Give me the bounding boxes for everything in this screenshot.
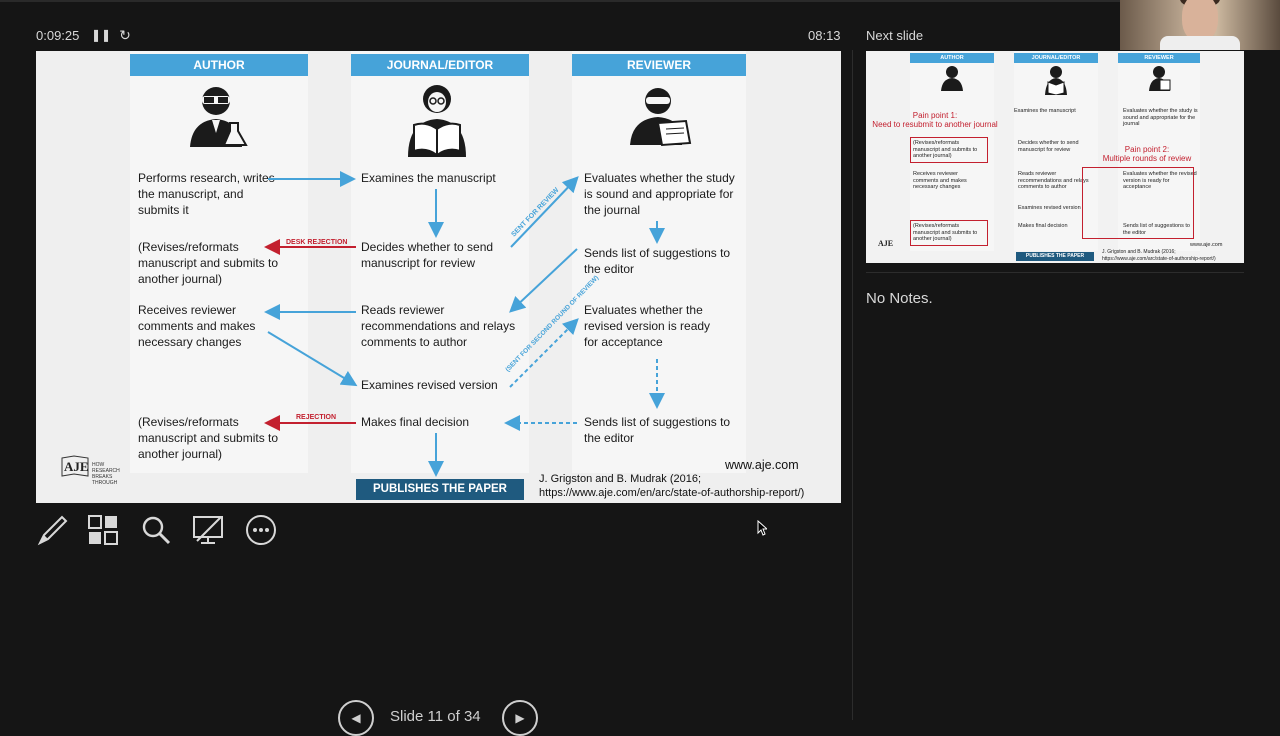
panel-divider xyxy=(852,50,853,720)
author-step-3: Receives reviewer comments and makes nec… xyxy=(138,303,256,349)
thumb-editor-icon xyxy=(1045,66,1067,95)
arrow-second-review xyxy=(509,318,579,388)
speaker-notes: No Notes. xyxy=(866,290,933,307)
thumb-reviewer-4: Sends list of suggestions to the editor xyxy=(1123,223,1190,236)
author-step-4: (Revises/reformats manuscript and submit… xyxy=(138,415,279,461)
thumb-editor-5: Makes final decision xyxy=(1018,223,1068,229)
thumb-editor-1: Examines the manuscript xyxy=(1014,108,1076,114)
thumb-url: www.aje.com xyxy=(1190,242,1223,248)
citation-line-1: J. Grigston and B. Mudrak (2016; xyxy=(539,473,702,485)
slide-counter: Slide 11 of 34 xyxy=(390,708,481,725)
editor-reading-icon xyxy=(408,85,466,157)
restart-icon[interactable]: ↻ xyxy=(119,27,131,43)
thumb-aje-logo: AJE xyxy=(878,239,894,248)
thumb-reviewer-1: Evaluates whether the study is sound and… xyxy=(1123,108,1198,127)
thumb-author-4: (Revises/reformats manuscript and submit… xyxy=(913,223,978,242)
thumb-pain1-text: Need to resubmit to another journal xyxy=(872,120,998,129)
aje-logo-tagline: HOW RESEARCH BREAKS THROUGH xyxy=(92,462,120,486)
arrow-sent-for-review xyxy=(510,176,579,248)
publishes-the-paper: PUBLISHES THE PAPER xyxy=(356,479,524,500)
next-icon[interactable]: ▶ xyxy=(502,700,538,736)
slides-grid-icon[interactable] xyxy=(86,513,120,547)
thumb-pain1-box-2 xyxy=(910,220,988,246)
reviewer-step-1: Evaluates whether the study is sound and… xyxy=(584,171,735,217)
researcher-icon xyxy=(190,87,248,147)
aje-logo-icon xyxy=(61,455,89,477)
thumb-pain2-box xyxy=(1082,167,1194,239)
rejection-label: REJECTION xyxy=(296,414,336,421)
arrow-revised-submit xyxy=(267,331,358,387)
current-slide[interactable]: AUTHOR JOURNAL/EDITOR REVIEWER Performs … xyxy=(36,51,841,503)
thumb-editor-4: Examines revised version xyxy=(1018,205,1081,211)
thumb-author-3: Receives reviewer comments and makes nec… xyxy=(913,171,967,190)
sent-for-review-label: SENT FOR REVIEW xyxy=(510,187,560,239)
author-step-1: Performs research, writes the manuscript… xyxy=(138,171,275,217)
more-icon[interactable] xyxy=(244,513,278,547)
thumb-reviewer-icon xyxy=(1149,66,1171,91)
thumb-citation-1: J. Grigston and B. Mudrak (2016; xyxy=(1102,249,1176,255)
prev-icon[interactable]: ◀ xyxy=(338,700,374,736)
aje-url: www.aje.com xyxy=(725,458,799,472)
author-header: AUTHOR xyxy=(130,54,308,76)
screen-off-icon[interactable] xyxy=(191,513,225,547)
thumb-pain2-title: Pain point 2: xyxy=(1124,145,1170,154)
reviewer-icon xyxy=(630,88,692,147)
thumb-citation-2: https://www.aje.com/arc/state-of-authors… xyxy=(1102,255,1216,262)
thumb-editor-3: Reads reviewer recommendations and relay… xyxy=(1018,171,1089,190)
next-slide-label: Next slide xyxy=(866,28,924,43)
arrow-suggestions-to-editor xyxy=(509,248,578,313)
editor-step-3: Reads reviewer recommendations and relay… xyxy=(361,303,516,349)
thumb-pain1-title: Pain point 1: xyxy=(912,111,958,120)
pen-icon[interactable] xyxy=(36,513,70,547)
citation: J. Grigston and B. Mudrak (2016; https:/… xyxy=(539,472,804,500)
thumb-pain1: Pain point 1: Need to resubmit to anothe… xyxy=(870,111,1000,129)
webcam-thumbnail xyxy=(1120,0,1280,50)
reviewer-step-2: Sends list of suggestions to the editor xyxy=(584,246,731,276)
thumb-reviewer-header: REVIEWER xyxy=(1118,53,1200,63)
thumb-publishes: PUBLISHES THE PAPER xyxy=(1016,252,1094,261)
editor-header: JOURNAL/EDITOR xyxy=(351,54,529,76)
thumb-reviewer-3: Evaluates whether the revised version is… xyxy=(1123,171,1197,190)
thumb-editor-2: Decides whether to send manuscript for r… xyxy=(1018,140,1079,153)
aje-logo-text: AJE xyxy=(64,459,89,474)
reviewer-step-3: Evaluates whether the revised version is… xyxy=(584,303,711,349)
thumb-researcher-icon xyxy=(941,66,963,91)
editor-step-4: Examines revised version xyxy=(361,378,498,392)
thumb-citation: J. Grigston and B. Mudrak (2016; https:/… xyxy=(1102,249,1242,262)
reviewer-step-4: Sends list of suggestions to the editor xyxy=(584,415,731,445)
clock: 08:13 xyxy=(808,28,841,43)
editor-step-5: Makes final decision xyxy=(361,415,470,429)
thumb-editor-header: JOURNAL/EDITOR xyxy=(1014,53,1098,63)
editor-step-1: Examines the manuscript xyxy=(361,171,496,185)
thumb-pain1-box-1 xyxy=(910,137,988,163)
sent-second-round-label: (SENT FOR SECOND ROUND OF REVIEW) xyxy=(504,274,600,373)
notes-separator xyxy=(866,272,1244,273)
author-step-2: (Revises/reformats manuscript and submit… xyxy=(138,240,279,286)
desk-rejection-label: DESK REJECTION xyxy=(286,239,347,246)
zoom-icon[interactable] xyxy=(139,513,173,547)
top-border xyxy=(0,0,1280,2)
next-slide-thumbnail[interactable]: AUTHOR JOURNAL/EDITOR REVIEWER Examines … xyxy=(866,51,1244,263)
editor-step-2: Decides whether to send manuscript for r… xyxy=(361,240,494,270)
thumb-author-header: AUTHOR xyxy=(910,53,994,63)
reviewer-header: REVIEWER xyxy=(572,54,746,76)
elapsed-timer: 0:09:25 xyxy=(36,28,80,43)
thumb-pain2: Pain point 2: Multiple rounds of review xyxy=(1092,145,1202,163)
mouse-cursor-icon xyxy=(757,520,767,536)
thumb-author-2: (Revises/reformats manuscript and submit… xyxy=(913,140,978,159)
flow-arrows: DESK REJECTION REJECTION SENT FOR REVIEW… xyxy=(264,171,665,477)
pause-icon[interactable]: ❚❚ xyxy=(91,28,112,42)
citation-line-2: https://www.aje.com/en/arc/state-of-auth… xyxy=(539,487,805,499)
thumb-pain2-text: Multiple rounds of review xyxy=(1102,154,1192,163)
